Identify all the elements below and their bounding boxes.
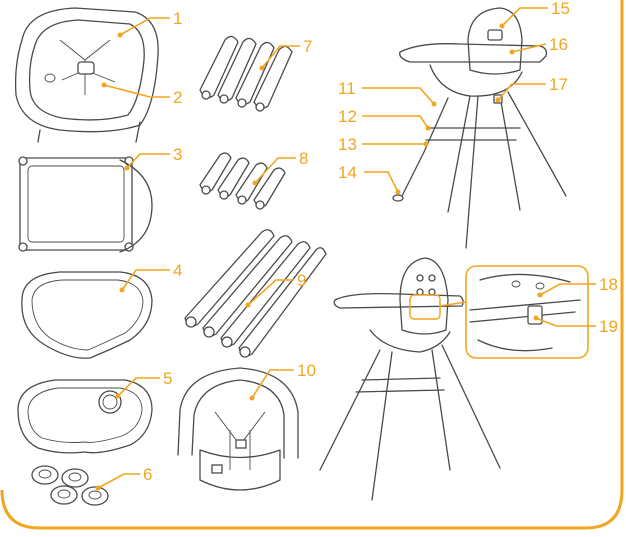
callout-10: 10 bbox=[297, 361, 316, 380]
callout-18: 18 bbox=[599, 275, 618, 294]
callout-16: 16 bbox=[549, 35, 568, 54]
long-legs bbox=[184, 229, 327, 358]
callout-11: 11 bbox=[338, 79, 356, 98]
seat-back-frame bbox=[177, 367, 299, 491]
callout-17: 17 bbox=[549, 75, 568, 94]
callout-3: 3 bbox=[173, 145, 182, 164]
callout-15: 15 bbox=[551, 0, 570, 18]
callout-2: 2 bbox=[173, 88, 182, 107]
detail-inset bbox=[465, 265, 589, 359]
leader-lines bbox=[95, 7, 596, 491]
callout-19: 19 bbox=[599, 317, 618, 336]
leg-tubes-set-b bbox=[199, 152, 286, 210]
leg-caps bbox=[31, 465, 109, 506]
callout-12: 12 bbox=[338, 107, 357, 126]
callout-4: 4 bbox=[173, 261, 182, 280]
tray-insert bbox=[21, 271, 153, 359]
callout-7: 7 bbox=[303, 37, 312, 56]
assembled-chair-top bbox=[392, 7, 567, 249]
seat-shell bbox=[14, 7, 159, 143]
leg-tubes-set-a bbox=[199, 35, 293, 112]
tray-with-cup-holder bbox=[17, 379, 153, 454]
seat-cushion bbox=[18, 156, 153, 253]
assembled-chair-bottom bbox=[319, 257, 501, 501]
callout-14: 14 bbox=[338, 163, 357, 182]
callout-9: 9 bbox=[297, 271, 306, 290]
callout-13: 13 bbox=[338, 135, 357, 154]
callout-6: 6 bbox=[143, 465, 152, 484]
callout-labels: 1 2 3 4 5 6 7 8 9 10 11 12 13 14 15 16 1… bbox=[143, 0, 618, 484]
callout-1: 1 bbox=[173, 9, 182, 28]
callout-8: 8 bbox=[299, 149, 308, 168]
callout-5: 5 bbox=[163, 369, 172, 388]
